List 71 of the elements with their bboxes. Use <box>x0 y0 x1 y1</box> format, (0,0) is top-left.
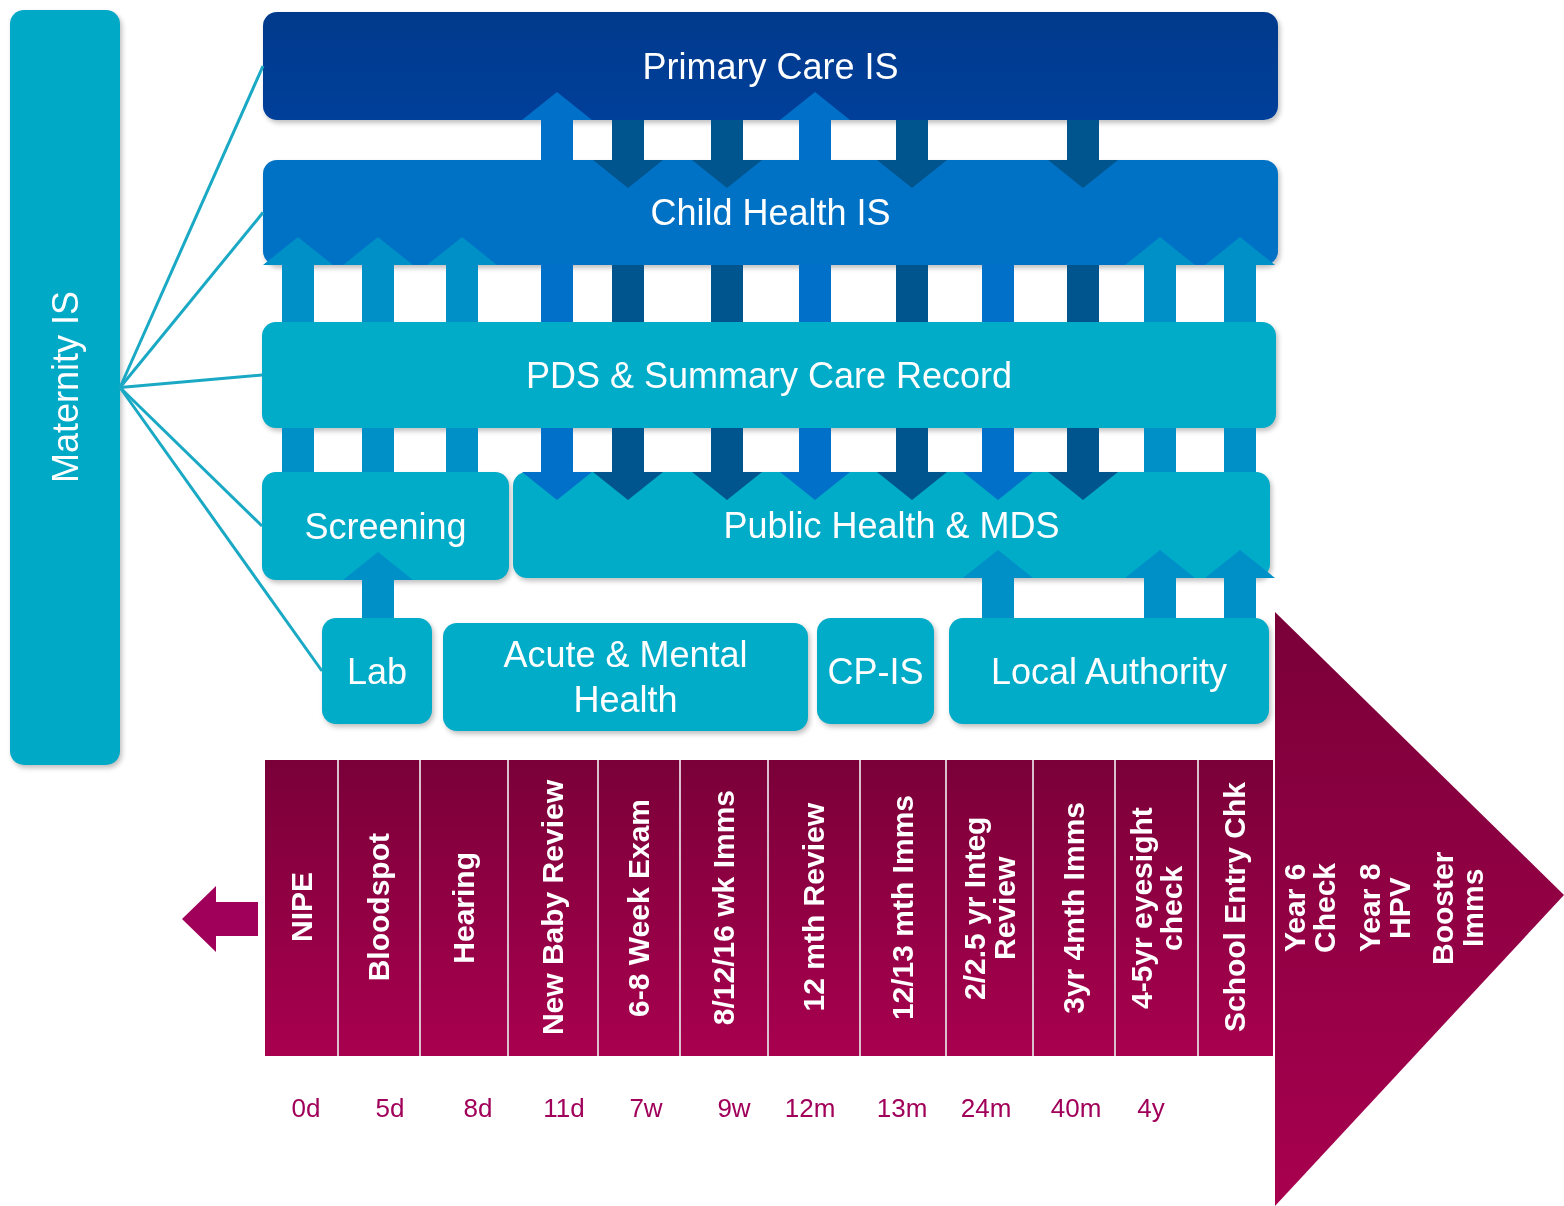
block-arrow <box>593 428 663 500</box>
node-label: Public Health & MDS <box>723 503 1060 548</box>
age-label: 13m <box>876 1093 928 1124</box>
block-arrow <box>1048 120 1118 188</box>
system-box <box>949 618 1269 724</box>
block-arrow <box>1125 550 1195 618</box>
timeline-label: 3yr 4mth Imms <box>1059 801 1089 1014</box>
system-box <box>443 623 808 731</box>
timeline-label: 8/12/16 wk Imms <box>709 789 739 1026</box>
block-arrow <box>1205 550 1275 618</box>
system-band <box>263 12 1278 120</box>
timeline-label: Booster Imms <box>1428 849 1488 967</box>
block-arrow <box>593 120 663 188</box>
timeline-label: 12 mth Review <box>799 803 829 1012</box>
age-label: 11d <box>543 1093 585 1124</box>
node-label: Screening <box>304 504 467 549</box>
connector-line <box>118 386 324 672</box>
age-label: 0d <box>291 1093 321 1124</box>
timeline-label: 2/2.5 yr Integ Review <box>959 814 1020 1002</box>
age-label: 40m <box>1050 1093 1102 1124</box>
timeline-label: 4-5yr eyesight check <box>1126 805 1187 1011</box>
block-arrow <box>692 120 762 188</box>
block-arrow <box>963 428 1033 500</box>
block-arrow <box>963 550 1033 618</box>
timeline-label: School Entry Chk <box>1220 782 1250 1033</box>
block-arrow <box>877 120 947 188</box>
node-label: Local Authority <box>990 649 1228 694</box>
node-label: PDS & Summary Care Record <box>525 353 1013 398</box>
node-label: Maternity IS <box>43 291 87 484</box>
node-label: Child Health IS <box>650 191 891 235</box>
node-label: Acute & Mental Health <box>502 633 749 722</box>
system-band <box>262 322 1276 428</box>
block-arrow <box>343 552 413 618</box>
block-arrow <box>263 237 333 322</box>
timeline-label: Year 6 Check <box>1280 861 1340 955</box>
system-band <box>263 160 1278 265</box>
age-label: 4y <box>1137 1093 1165 1124</box>
age-label: 8d <box>463 1093 493 1124</box>
age-label: 24m <box>960 1093 1012 1124</box>
age-label: 5d <box>375 1093 405 1124</box>
block-arrow <box>427 237 497 322</box>
block-arrow <box>877 428 947 500</box>
age-label: 7w <box>629 1093 663 1124</box>
system-box <box>817 618 934 724</box>
block-arrow <box>780 428 850 500</box>
connector-line <box>119 373 263 389</box>
timeline-label: Bloodspot <box>364 833 394 982</box>
node-label: Lab <box>346 649 408 694</box>
timeline-label: New Baby Review <box>538 779 568 1036</box>
block-arrow <box>522 92 592 160</box>
node-label: CP-IS <box>827 649 924 694</box>
block-arrow <box>692 428 762 500</box>
timeline-label: Hearing <box>449 851 479 964</box>
system-box <box>262 472 509 580</box>
block-arrow <box>1205 237 1275 322</box>
age-label: 12m <box>784 1093 836 1124</box>
connector-line <box>118 211 265 389</box>
block-arrow <box>522 428 592 500</box>
block-arrow <box>1048 428 1118 500</box>
vertical-bar <box>10 10 120 765</box>
block-arrow <box>1125 237 1195 322</box>
block-arrow <box>343 237 413 322</box>
block-arrow <box>780 92 850 160</box>
timeline-label: 12/13 mth Imms <box>888 794 918 1021</box>
timeline-label: NIPE <box>286 872 317 943</box>
timeline-label: 6-8 Week Exam <box>624 798 654 1017</box>
system-box <box>322 618 432 724</box>
connector-line <box>118 65 265 389</box>
node-label: Primary Care IS <box>642 44 899 89</box>
age-label: 9w <box>717 1093 751 1124</box>
timeline-label: Year 8 HPV <box>1355 862 1415 954</box>
